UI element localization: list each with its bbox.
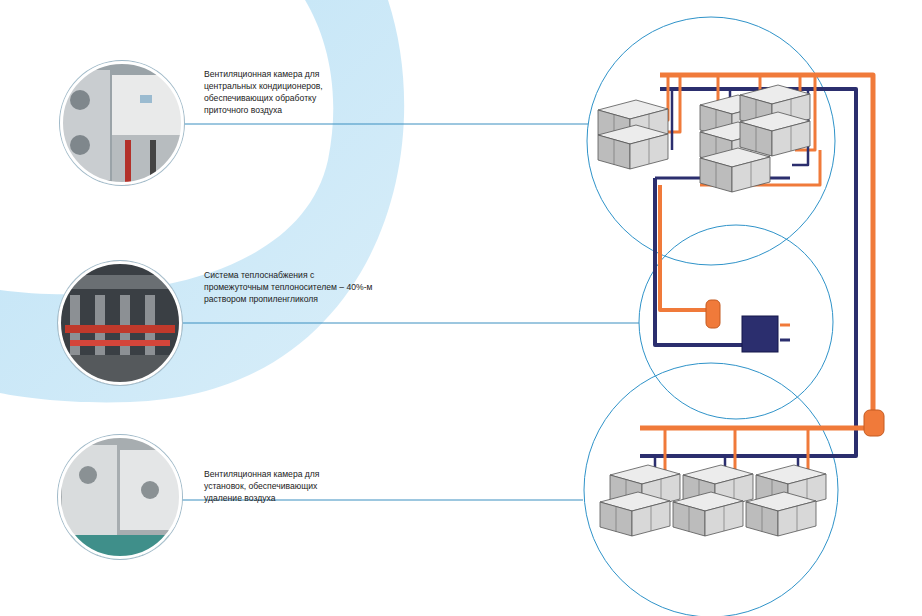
photo-heating (55, 258, 195, 390)
photo-exhaust (55, 432, 195, 565)
zoom-circle (584, 363, 838, 616)
callout-text: Вентиляционная камера для центральных ко… (204, 68, 324, 116)
leader-line (182, 323, 639, 324)
callout-text: Система теплоснабжения с промежуточным т… (204, 269, 374, 305)
photo-circle: Система теплоснабжения с промежуточным т… (58, 261, 182, 385)
pipework (640, 75, 873, 478)
air-handling-units (598, 85, 810, 192)
exhaust-units (600, 465, 826, 536)
leader-line (184, 124, 588, 125)
photo-circle: Вентиляционная камера для центральных ко… (60, 61, 184, 185)
expansion-tank (706, 300, 720, 328)
callout-text: Вентиляционная камера для установок, обе… (204, 468, 334, 504)
zoom-circle (639, 225, 833, 419)
background-swoosh (0, 0, 404, 402)
photo-ahu (55, 55, 195, 195)
photo-circle: Вентиляционная камера для установок, обе… (58, 435, 182, 559)
expansion-tank (864, 410, 884, 436)
heat-exchanger (742, 316, 778, 352)
